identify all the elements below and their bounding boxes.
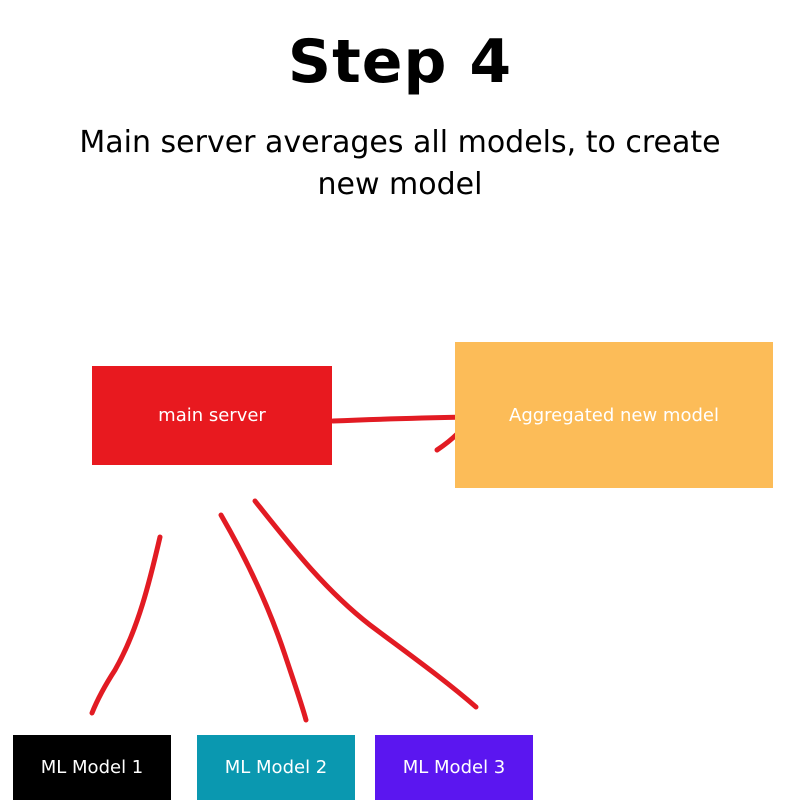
line-ml-model-1 (89, 534, 163, 716)
line-ml-model-2 (218, 512, 309, 723)
arrow-main-to-aggregated (330, 414, 471, 424)
aggregated-model-node: Aggregated new model (455, 342, 773, 488)
main-server-node: main server (92, 366, 332, 465)
main-server-label: main server (158, 405, 266, 426)
ml-model-2-node: ML Model 2 (197, 735, 355, 800)
page-subtitle: Main server averages all models, to crea… (79, 125, 721, 202)
ml-model-1-label: ML Model 1 (40, 757, 144, 778)
aggregated-model-label: Aggregated new model (509, 404, 719, 426)
page-title: Step 4 (287, 27, 513, 97)
ml-model-2-label: ML Model 2 (224, 757, 328, 778)
ml-model-3-node: ML Model 3 (375, 735, 533, 800)
ml-model-3-label: ML Model 3 (402, 757, 506, 778)
line-ml-model-3 (252, 498, 479, 710)
ml-model-1-node: ML Model 1 (13, 735, 171, 800)
